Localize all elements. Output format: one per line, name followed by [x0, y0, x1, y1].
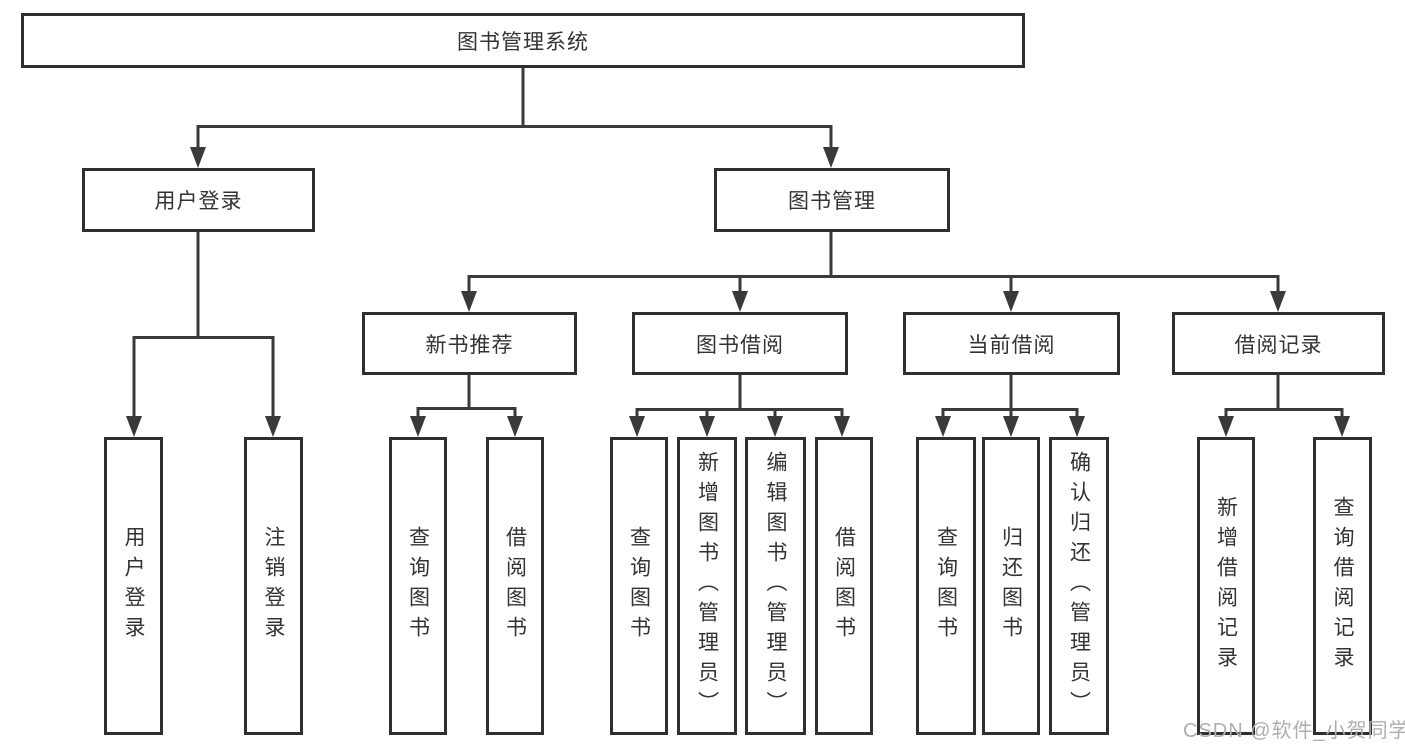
node-borrowing-records: 借阅记录: [1172, 312, 1385, 375]
node-borrowing-records-label: 借阅记录: [1234, 333, 1323, 357]
node-user-login-group: 用户登录: [82, 168, 315, 232]
node-nbr-borrow-books: 借阅图书: [486, 437, 544, 735]
node-nbr-query-books: 查询图书: [389, 437, 447, 735]
node-user-login-group-label: 用户登录: [154, 190, 243, 213]
node-br-add-borrow-record: 新增借阅记录: [1197, 437, 1255, 735]
node-cb-confirm-return-admin-label: 确认归还（管理员）: [1067, 451, 1091, 721]
csdn-watermark: CSDN @软件_小贺同学: [1183, 720, 1405, 742]
node-current-borrowing-label: 当前借阅: [967, 333, 1056, 357]
node-book-borrowing-label: 图书借阅: [696, 333, 784, 357]
node-bb-borrow-books: 借阅图书: [815, 437, 873, 735]
node-cb-confirm-return-admin: 确认归还（管理员）: [1049, 437, 1109, 735]
node-cb-query-books-label: 查询图书: [934, 526, 958, 646]
node-book-borrowing: 图书借阅: [632, 312, 848, 375]
node-bb-add-books-admin: 新增图书（管理员）: [677, 437, 737, 735]
node-cb-return-books: 归还图书: [982, 437, 1040, 735]
arrowhead-icons: [126, 147, 1350, 437]
node-nbr-query-books-label: 查询图书: [406, 526, 430, 646]
node-book-management-label: 图书管理: [788, 190, 876, 213]
node-library-system: 图书管理系统: [21, 13, 1025, 68]
node-cb-return-books-label: 归还图书: [999, 526, 1023, 646]
node-br-query-borrow-record-label: 查询借阅记录: [1331, 496, 1354, 676]
node-user-login: 用户登录: [104, 437, 163, 735]
node-book-management: 图书管理: [714, 168, 950, 232]
node-logout-login: 注销登录: [244, 437, 303, 735]
node-bb-borrow-books-label: 借阅图书: [832, 526, 856, 646]
node-current-borrowing: 当前借阅: [903, 312, 1120, 375]
node-bb-edit-books-admin-label: 编辑图书（管理员）: [764, 451, 787, 721]
node-br-add-borrow-record-label: 新增借阅记录: [1214, 496, 1238, 676]
node-nbr-borrow-books-label: 借阅图书: [503, 526, 527, 646]
node-bb-query-books: 查询图书: [610, 437, 668, 735]
node-new-book-recommend: 新书推荐: [362, 312, 577, 375]
node-cb-query-books: 查询图书: [916, 437, 976, 735]
node-br-query-borrow-record: 查询借阅记录: [1313, 437, 1372, 735]
node-bb-query-books-label: 查询图书: [627, 526, 651, 646]
node-library-system-label: 图书管理系统: [457, 30, 589, 54]
node-bb-edit-books-admin: 编辑图书（管理员）: [745, 437, 806, 735]
node-bb-add-books-admin-label: 新增图书（管理员）: [695, 451, 719, 721]
node-logout-login-label: 注销登录: [262, 526, 285, 646]
node-new-book-recommend-label: 新书推荐: [425, 333, 514, 357]
node-user-login-label: 用户登录: [122, 526, 145, 646]
